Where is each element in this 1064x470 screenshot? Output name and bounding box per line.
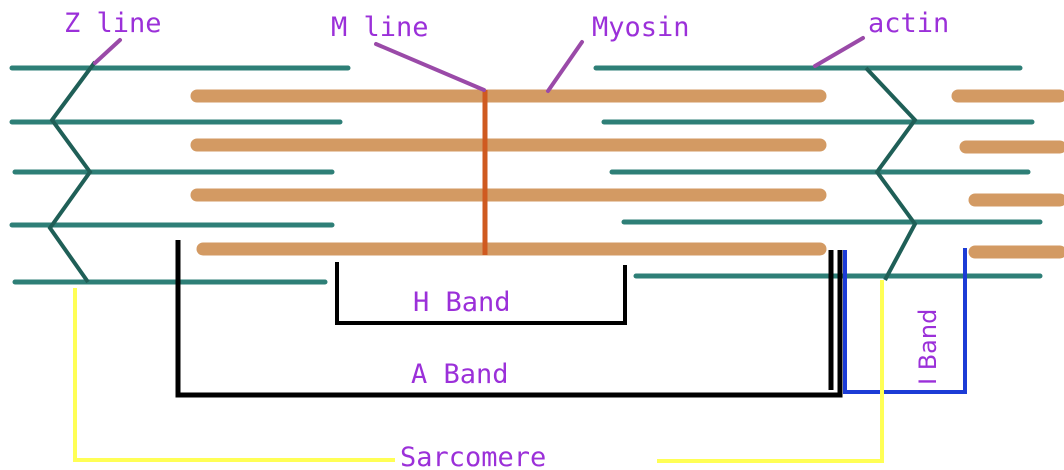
actin-label: actin [868,8,949,39]
z-line-right [864,66,918,281]
myosin-filaments [190,89,1064,259]
a-band-bracket [175,240,843,398]
m-line-label: M line [331,12,429,43]
sarcomere-label: Sarcomere [400,442,546,470]
sarcomere-bracket-right [657,280,884,463]
z-line-left [47,60,97,284]
actin-filaments [9,65,1043,285]
z-line-pointer [93,38,122,65]
z-lines [47,60,918,284]
myosin-label: Myosin [592,12,690,43]
sarcomere-bracket-left [73,288,395,462]
i-band-label: I Band [914,309,942,385]
label-pointers [93,36,865,93]
i-band-bracket [843,248,967,394]
actin-pointer [813,36,865,68]
a-band-label: A Band [411,359,509,390]
h-band-bracket [335,262,627,325]
myosin-pointer [546,40,584,93]
z-line-label: Z line [64,8,162,39]
h-band-label: H Band [413,287,511,318]
m-line-pointer [374,42,486,92]
